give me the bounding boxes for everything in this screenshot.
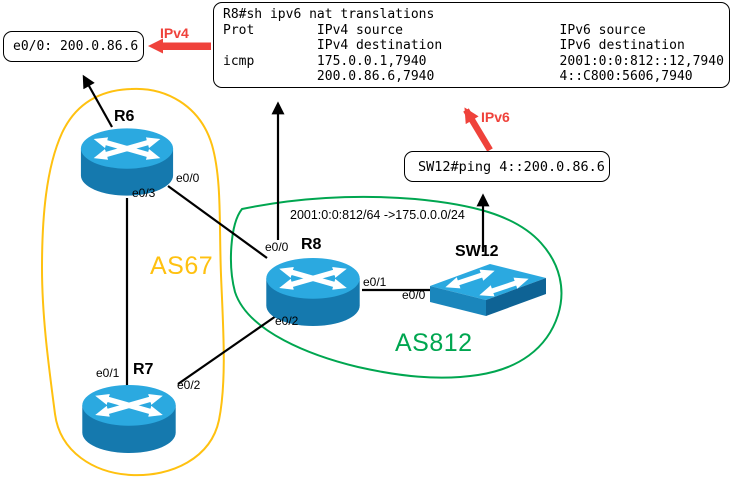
r6-interface-ip-box: e0/0: 200.0.86.6 <box>3 31 144 62</box>
interface-label-r7-e0-2: e0/2 <box>177 378 201 392</box>
interface-label-r6-e0-3: e0/3 <box>132 186 156 200</box>
as67-label: AS67 <box>150 252 214 280</box>
router-r6-icon <box>81 128 173 195</box>
interface-label-sw12-e0-0: e0/0 <box>402 288 426 302</box>
device-label-r6: R6 <box>114 108 135 125</box>
ipv6-flow-label: IPv6 <box>481 109 510 125</box>
r6-interface-ip-text: e0/0: 200.0.86.6 <box>13 39 139 54</box>
router-r7-icon <box>82 385 175 453</box>
ipv4-flow-label: IPv4 <box>160 25 189 41</box>
nat-translations-output-box: R8#sh ipv6 nat translations Prot IPv4 so… <box>213 2 730 88</box>
nat-translations-text: R8#sh ipv6 nat translations Prot IPv4 so… <box>223 7 724 85</box>
device-label-r7: R7 <box>133 361 154 378</box>
as67-boundary <box>40 87 225 477</box>
ipv4-flow-arrow <box>148 38 211 54</box>
ipv6-flow-arrow <box>463 107 493 152</box>
as812-boundary <box>229 195 563 379</box>
switch-sw12-icon <box>430 264 546 316</box>
sw12-ping-command-box: SW12#ping 4::200.0.86.6 <box>404 151 610 182</box>
links <box>125 185 433 386</box>
interface-label-r8-e0-0: e0/0 <box>265 240 289 254</box>
arrow-r6-to-ip-box <box>82 74 113 128</box>
flow-arrow-group <box>148 38 493 152</box>
device-label-sw12: SW12 <box>455 243 499 260</box>
interface-label-r8-e0-2: e0/2 <box>275 314 299 328</box>
link-r6-r8 <box>167 185 268 259</box>
interface-label-r6-e0-0: e0/0 <box>176 171 200 185</box>
device-label-r8: R8 <box>301 236 322 253</box>
interface-label-r8-e0-1: e0/1 <box>363 275 387 289</box>
prefix-translation-label: 2001:0:0:812/64 ->175.0.0.0/24 <box>290 208 465 222</box>
link-r7-r8 <box>177 315 277 385</box>
callout-pointers <box>82 74 490 252</box>
interface-label-r7-e0-1: e0/1 <box>96 366 120 380</box>
sw12-ping-command-text: SW12#ping 4::200.0.86.6 <box>418 158 605 175</box>
as812-label: AS812 <box>395 329 473 357</box>
